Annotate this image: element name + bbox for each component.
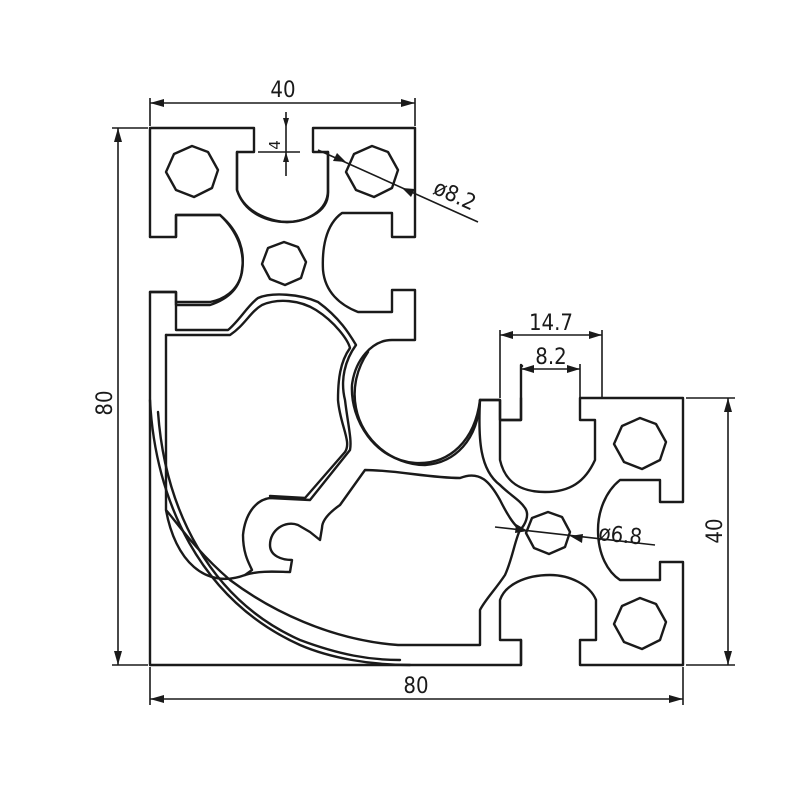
dim-hole-top: ø8.2 xyxy=(317,149,480,223)
dim-bottom-width-label: 80 xyxy=(403,674,428,699)
profile-detail xyxy=(148,150,685,667)
dim-slot-outer-label: 14.7 xyxy=(529,311,573,336)
hole-center-right xyxy=(524,510,572,556)
dim-left-height-label: 80 xyxy=(93,390,118,415)
dim-slot-depth-label: 4 xyxy=(266,140,284,150)
dim-bottom-width: 80 xyxy=(149,667,684,705)
dim-top-width: 40 xyxy=(149,78,416,126)
hole-center-top xyxy=(260,240,308,287)
dim-slot-depth: 4 xyxy=(258,112,300,176)
dim-right-height-label: 40 xyxy=(703,518,728,543)
holes xyxy=(164,144,668,651)
dim-top-width-label: 40 xyxy=(270,78,295,103)
dim-hole-center: ø6.8 xyxy=(494,521,656,551)
hole-right-top xyxy=(612,416,668,471)
dim-hole-center-label: ø6.8 xyxy=(597,521,643,550)
hole-top-left xyxy=(164,144,220,199)
dim-right-height: 40 xyxy=(686,397,735,666)
dim-slot-outer: 14.7 xyxy=(499,311,603,398)
dim-left-height: 80 xyxy=(93,127,148,666)
hole-right-bottom xyxy=(612,596,668,651)
hole-top-right xyxy=(344,144,400,199)
dim-slot-inner: 8.2 xyxy=(520,345,581,398)
dim-slot-inner-label: 8.2 xyxy=(535,345,566,370)
dim-hole-top-label: ø8.2 xyxy=(430,176,480,217)
